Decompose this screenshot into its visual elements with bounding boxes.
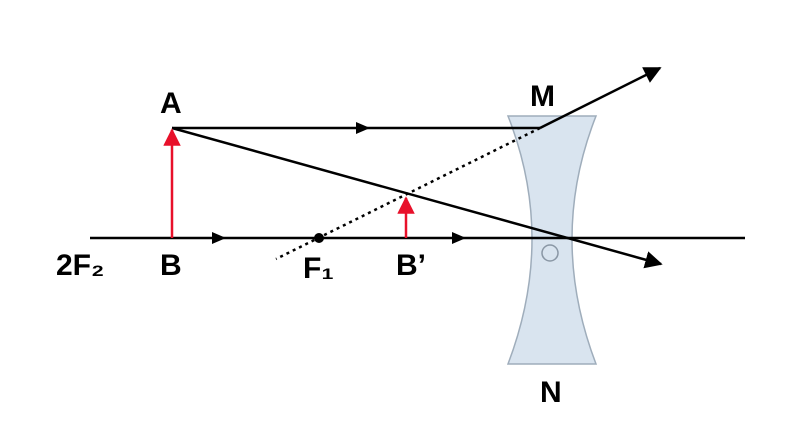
label-F1: F₁	[303, 252, 334, 285]
concave-lens	[506, 115, 598, 365]
axis-arrow-1	[212, 232, 226, 244]
label-M: M	[530, 80, 555, 113]
central-ray	[171, 126, 663, 269]
focal-point-f1	[314, 233, 324, 243]
label-A: A	[160, 87, 182, 120]
refracted-ray	[539, 66, 662, 130]
lens-optical-center	[541, 244, 559, 262]
label-2F2: 2F₂	[56, 249, 104, 282]
axis-arrow-2	[452, 232, 466, 244]
parallel-ray-arrow	[356, 122, 370, 134]
label-B-prime: B’	[396, 249, 426, 282]
label-N: N	[540, 376, 562, 409]
label-B: B	[160, 249, 182, 282]
